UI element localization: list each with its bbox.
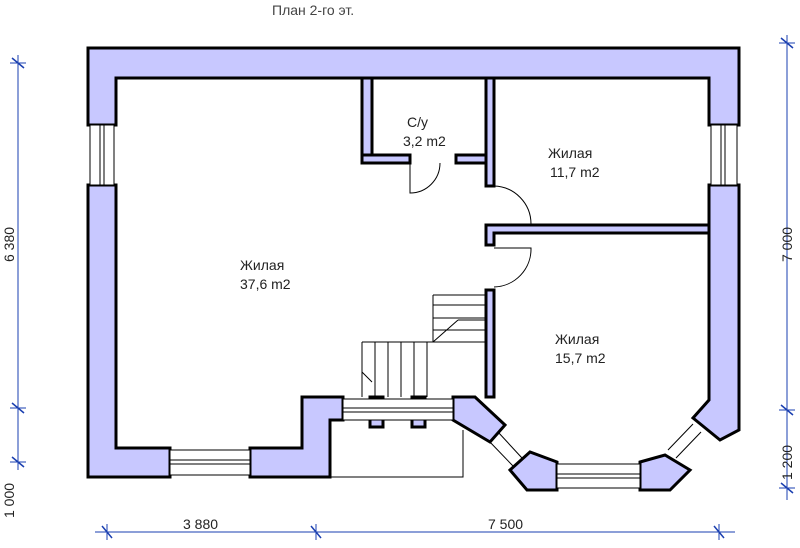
interior-wall: [360, 76, 374, 157]
staircase: [361, 294, 486, 397]
interior-wall: [484, 223, 711, 247]
dim-bottom-right: 7 500: [488, 516, 523, 532]
plan-title: План 2-го эт.: [272, 2, 354, 18]
room-area: 15,7 m2: [555, 350, 606, 366]
dim-left-lower: 1 000: [1, 483, 17, 518]
door-bathroom: [409, 162, 441, 194]
window: [710, 124, 738, 186]
outer-wall: [248, 395, 345, 479]
bottom-dimension: 3 880 7 500: [95, 516, 735, 540]
interior-wall: [484, 288, 496, 399]
room-area: 11,7 m2: [550, 164, 600, 180]
dim-right-lower: 1 200: [779, 445, 795, 480]
door-bedroom-1: [493, 185, 532, 225]
room-name: Жилая: [548, 145, 592, 161]
bay-wall: [507, 450, 559, 492]
interior-wall: [484, 76, 496, 188]
dim-left-main: 6 380: [1, 227, 17, 262]
left-dimension: 6 380 1 000: [1, 55, 26, 518]
outer-wall: [690, 183, 741, 442]
room-area: 3,2 m2: [403, 133, 446, 149]
outer-wall: [86, 183, 172, 479]
interior-wall: [360, 153, 412, 165]
dim-bottom-left: 3 880: [183, 516, 218, 532]
window: [556, 463, 641, 489]
window: [169, 449, 251, 476]
bay-wall: [638, 453, 693, 492]
window: [89, 124, 115, 186]
window: [342, 398, 454, 421]
right-dimension: 7 000 1 200: [779, 35, 795, 500]
interior-wall: [454, 153, 488, 165]
room-name: Жилая: [555, 331, 599, 347]
room-name: С/у: [407, 114, 428, 130]
room-area: 37,6 m2: [240, 276, 291, 292]
room-name: Жилая: [240, 257, 284, 273]
bay-wall: [451, 395, 508, 444]
balcony-outline: [329, 420, 464, 478]
dim-right-main: 7 000: [779, 227, 795, 262]
door-bedroom-2: [493, 247, 532, 288]
